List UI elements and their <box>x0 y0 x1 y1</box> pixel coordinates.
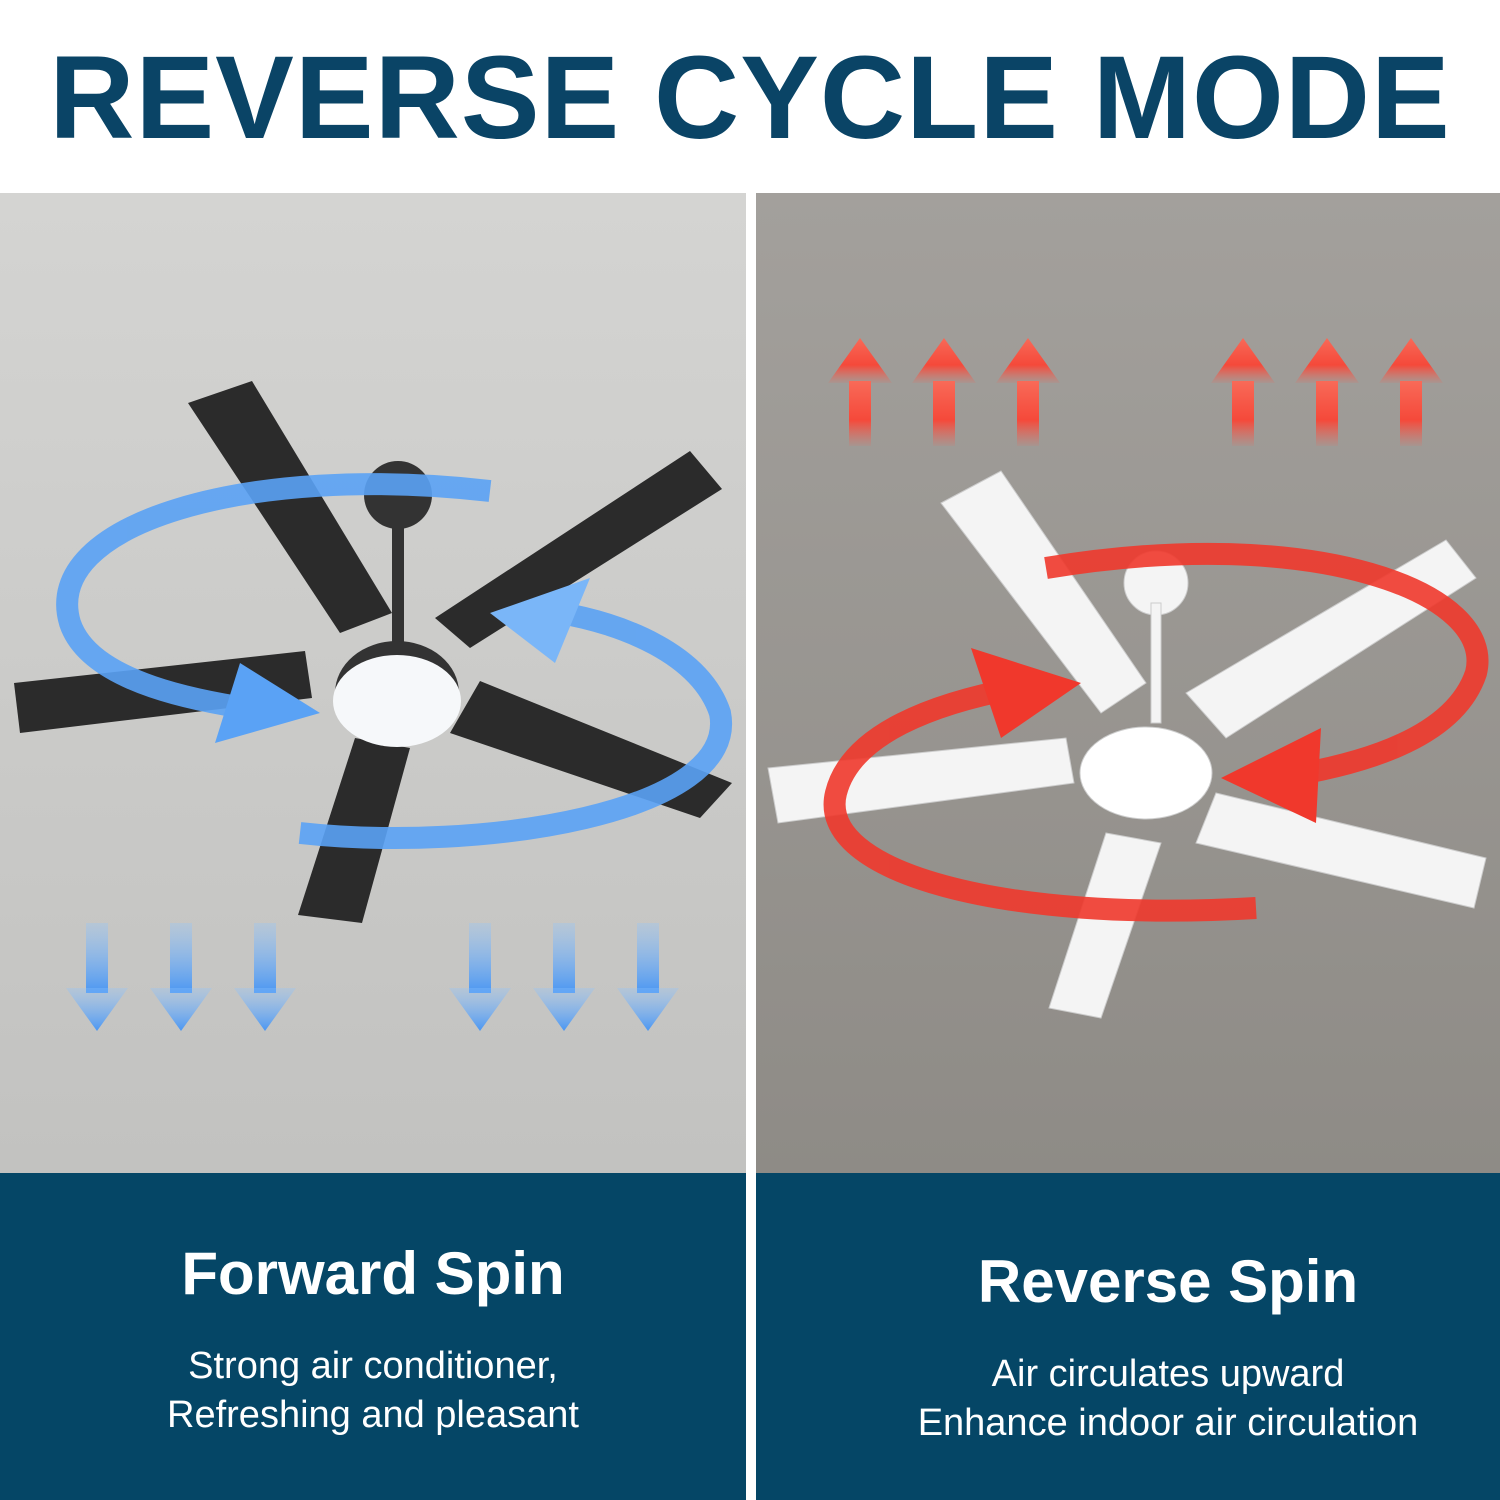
forward-spin-heading: Forward Spin <box>181 1240 565 1307</box>
reverse-spin-image <box>756 193 1500 1173</box>
down-arrows-icon <box>66 923 679 1031</box>
forward-spin-line-2: Refreshing and pleasant <box>167 1394 579 1436</box>
reverse-spin-heading: Reverse Spin <box>977 1248 1359 1315</box>
page-title: REVERSE CYCLE MODE <box>49 32 1451 164</box>
forward-spin-line-1: Strong air conditioner, <box>188 1345 558 1387</box>
rotation-arrow-icon <box>56 473 733 849</box>
reverse-spin-line-1: Air circulates upward <box>991 1353 1345 1395</box>
forward-spin-image <box>0 193 746 1173</box>
up-arrows-icon <box>828 338 1443 446</box>
reverse-spin-line-2: Enhance indoor air circulation <box>917 1402 1419 1444</box>
forward-spin-caption: Forward Spin Strong air conditioner, Refr… <box>0 1173 746 1500</box>
rotation-arrow-icon <box>823 542 1489 922</box>
fan-light <box>333 655 461 747</box>
